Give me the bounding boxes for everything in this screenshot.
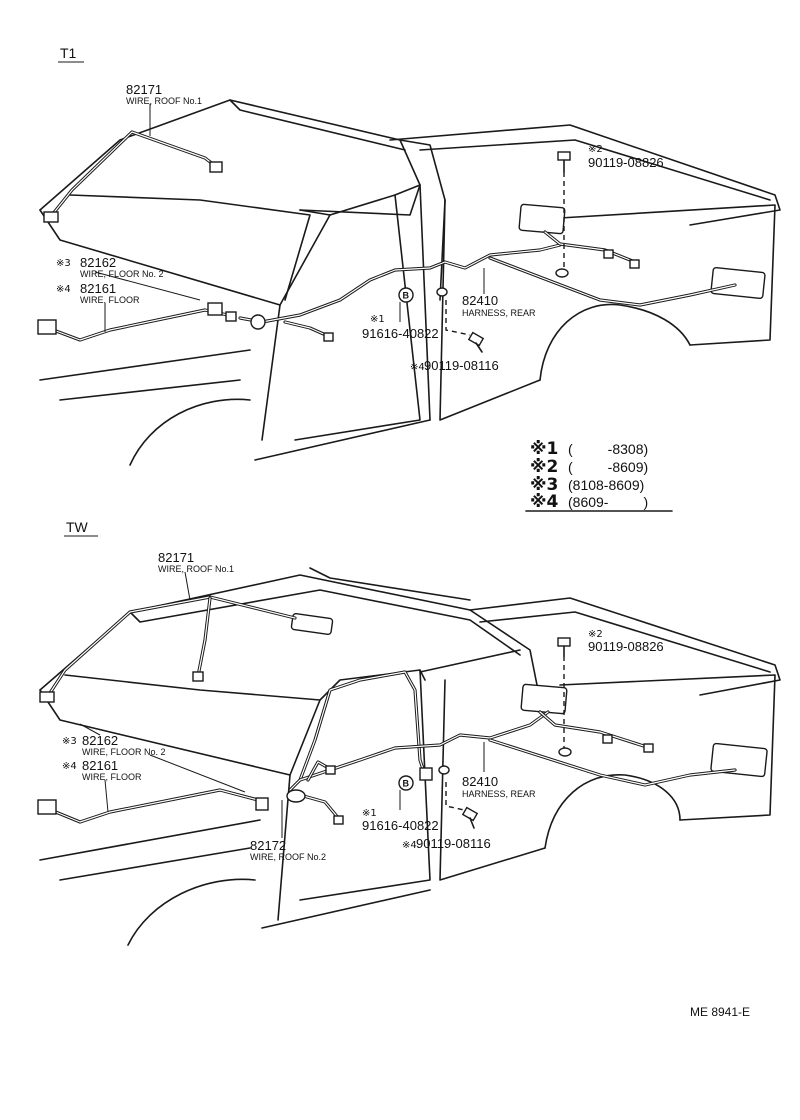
- t1-bolt-top-icon: [557, 151, 571, 173]
- tw-connector-icon: [325, 765, 336, 775]
- t1-connector-icon: [323, 332, 334, 342]
- t1-bolt-bottom-icon: [467, 331, 485, 353]
- t1-label-roof1-number: 82171: [126, 82, 162, 97]
- tw-label-floor-mark: ※4: [62, 761, 77, 772]
- tw-leader-floor: [104, 779, 109, 813]
- tw-connector-icon: [602, 734, 613, 744]
- tw-section-title: TW: [66, 519, 89, 535]
- t1-grommet-letter: B: [403, 291, 410, 301]
- t1-label-floor-mark: ※4: [56, 284, 71, 295]
- legend-key-4: ※4: [530, 492, 559, 512]
- t1-wire-roof-no1: [43, 130, 223, 223]
- t1-connector-icon: [43, 211, 59, 223]
- t1-truck-body: [39, 99, 781, 466]
- tw-grommet-letter: B: [403, 779, 410, 789]
- t1-label-floor-desc: WIRE, FLOOR: [80, 295, 140, 305]
- tw-label-harness-desc: HARNESS, REAR: [462, 789, 536, 799]
- tw-wire-roof-no1: [39, 595, 297, 703]
- tw-label-floor2-desc: WIRE, FLOOR No. 2: [82, 747, 166, 757]
- t1-label-harness-desc: HARNESS, REAR: [462, 308, 536, 318]
- tw-label-grommet-number: 91616-40822: [362, 818, 439, 833]
- t1-label-grommet-mark: ※1: [370, 314, 385, 325]
- t1-wire-harness-rear: [225, 230, 737, 342]
- t1-clip-icon: [436, 287, 448, 297]
- t1-clip-icon: [555, 268, 569, 278]
- tw-label-bolt-top-mark: ※2: [588, 629, 603, 640]
- tw-label-roof1-number: 82171: [158, 550, 194, 565]
- t1-connector-icon: [209, 161, 223, 173]
- legend-key-1: ※1: [530, 439, 558, 459]
- tw-label-floor-number: 82161: [82, 758, 118, 773]
- tw-wire-roof-no2: [298, 670, 433, 782]
- t1-label-bolt-top-number: 90119-08826: [588, 155, 664, 170]
- tw-dome-lamp-icon: [290, 612, 334, 636]
- tw-grommet-icon: [286, 789, 306, 803]
- tw-bolt-bottom-icon: [461, 806, 479, 829]
- tw-connector-icon: [39, 691, 55, 703]
- t1-plug-icon: [37, 319, 57, 335]
- legend: ※1 ( -8308) ※2 ( -8609) ※3 (8108-8609) ※…: [525, 439, 673, 512]
- t1-section: T1: [37, 45, 781, 466]
- tw-connector-icon: [255, 797, 269, 811]
- tw-label-harness-number: 82410: [462, 774, 498, 789]
- tw-wire-floor: [37, 788, 269, 824]
- tw-wire-harness-rear: [286, 710, 737, 825]
- tw-label-bolt-bottom-mark: ※4: [402, 840, 417, 851]
- t1-label-grommet-number: 91616-40822: [362, 326, 439, 341]
- tw-leader-floor2: [149, 754, 246, 793]
- t1-section-title: T1: [60, 45, 77, 61]
- legend-key-2: ※2: [530, 457, 558, 477]
- tw-bolt-top-icon: [557, 637, 571, 657]
- tw-leader-roof1: [184, 571, 191, 601]
- tw-label-bolt-top-number: 90119-08826: [588, 639, 664, 654]
- tw-label-floor2-mark: ※3: [62, 736, 77, 747]
- tw-clip-icon: [438, 765, 450, 775]
- tw-label-roof2-desc: WIRE, ROOF No.2: [250, 852, 326, 862]
- tw-grommet-b-icon: [398, 775, 414, 791]
- t1-connector-icon: [629, 259, 640, 269]
- tw-label-grommet-mark: ※1: [362, 808, 377, 819]
- tw-clip-icon: [558, 747, 572, 757]
- t1-label-bolt-bottom-number: 90119-08116: [424, 358, 499, 373]
- tw-bolt-bottom-leader: [445, 782, 465, 811]
- legend-range-4: (8609- ): [568, 494, 648, 510]
- legend-key-3: ※3: [530, 475, 558, 495]
- legend-range-1: ( -8308): [568, 441, 648, 457]
- legend-range-2: ( -8609): [568, 459, 648, 475]
- t1-connector-icon: [603, 249, 614, 259]
- tw-connector-icon: [643, 743, 654, 753]
- t1-label-floor2-mark: ※3: [56, 258, 71, 269]
- tw-plug-icon: [37, 799, 57, 815]
- tw-label-roof1-desc: WIRE, ROOF No.1: [158, 564, 234, 574]
- t1-label-floor-number: 82161: [80, 281, 116, 296]
- legend-range-3: (8108-8609): [568, 477, 644, 493]
- tw-label-floor-desc: WIRE, FLOOR: [82, 772, 142, 782]
- t1-label-floor2-number: 82162: [80, 255, 116, 270]
- t1-grommet-icon: [250, 314, 266, 330]
- t1-grommet-b-icon: [398, 287, 414, 303]
- t1-label-floor2-desc: WIRE, FLOOR No. 2: [80, 269, 164, 279]
- t1-label-harness-number: 82410: [462, 293, 498, 308]
- t1-connector-icon: [225, 311, 237, 322]
- t1-wire-floor: [37, 302, 234, 342]
- tw-connector-icon: [192, 671, 204, 682]
- tw-label-floor2-number: 82162: [82, 733, 118, 748]
- drawing-code: ME 8941-E: [690, 1005, 750, 1019]
- t1-bolt-bottom-leader: [445, 300, 471, 336]
- tw-section: TW: [37, 519, 781, 946]
- t1-label-roof1-desc: WIRE, ROOF No.1: [126, 96, 202, 106]
- t1-label-bolt-top-mark: ※2: [588, 144, 603, 155]
- t1-connector-icon: [207, 302, 223, 316]
- tw-label-bolt-bottom-number: 90119-08116: [416, 836, 491, 851]
- tw-leader-floor2-a: [79, 723, 101, 736]
- tw-label-roof2-number: 82172: [250, 838, 286, 853]
- t1-label-bolt-bottom-mark: ※4: [410, 362, 425, 373]
- tw-connector-icon: [419, 767, 433, 781]
- tw-connector-icon: [333, 815, 344, 825]
- t1-leader-floor2: [94, 271, 201, 301]
